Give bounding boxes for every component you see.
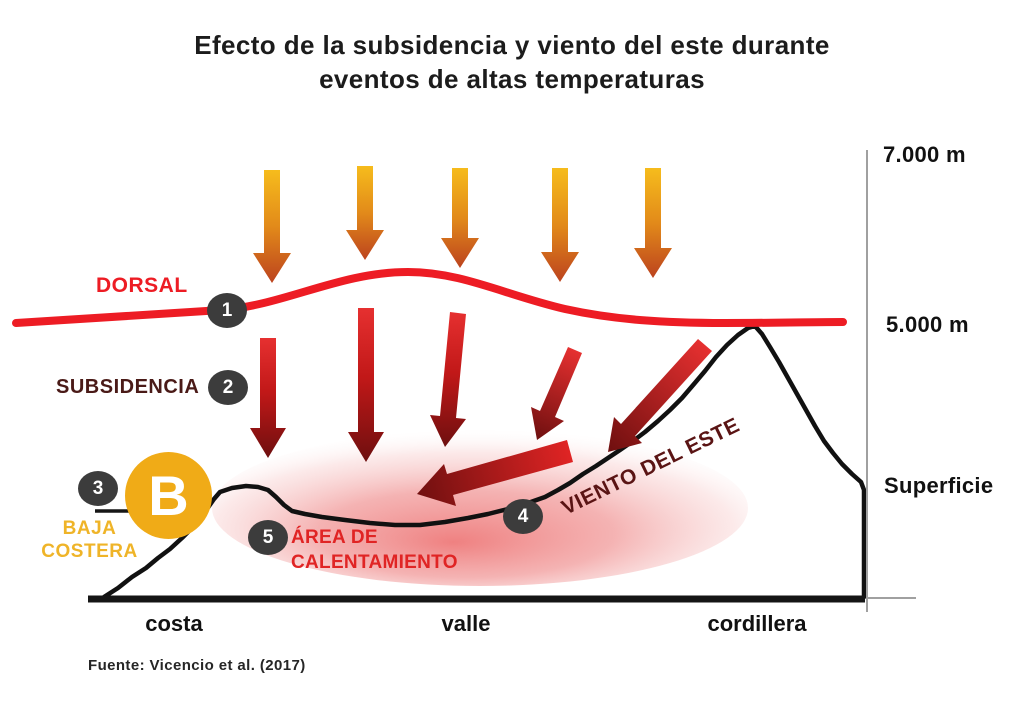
heating-area-label-line2: CALENTAMIENTO [291,552,458,573]
marker-2: 2 [208,370,248,405]
baja-costera-label: BAJA COSTERA [22,517,157,563]
dorsal-label: DORSAL [96,274,188,297]
marker-4: 4 [503,499,543,534]
subsidencia-label: SUBSIDENCIA [56,376,200,398]
insolation-arrow [541,168,579,282]
baja-costera-label-line1: BAJA [62,518,117,539]
region-label-costa: costa [145,611,203,636]
insolation-arrow [346,166,384,260]
page-title-line2: eventos de altas temperaturas [319,64,705,94]
marker-3: 3 [78,471,118,506]
subsidence-arrow [348,308,384,462]
terrain-profile [101,323,867,600]
marker-5: 5 [248,520,288,555]
subsidence-arrow [531,347,582,440]
heating-area-label: ÁREA DE CALENTAMIENTO [291,525,458,575]
baja-costera-label-line2: COSTERA [41,541,138,562]
surface-label: Superficie [884,473,994,498]
insolation-arrow [634,168,672,278]
altitude-label-7000m: 7.000 m [883,142,966,167]
page-title-line1: Efecto de la subsidencia y viento del es… [194,30,830,60]
insolation-arrow [253,170,291,283]
region-label-valle: valle [441,611,491,636]
heating-area-label-line1: ÁREA DE [291,527,378,548]
dorsal-line [12,267,847,328]
source-citation: Fuente: Vicencio et al. (2017) [88,657,306,674]
page-title: Efecto de la subsidencia y viento del es… [0,28,1024,96]
coastal-low-symbol: B [125,452,212,539]
altitude-label-5000m: 5.000 m [886,312,969,337]
subsidence-arrow [608,339,712,452]
subsidence-arrow [430,312,466,447]
region-label-cordillera: cordillera [707,611,807,636]
heating-area-blob [212,430,748,586]
marker-1: 1 [207,293,247,328]
east-wind-arrow [417,440,573,506]
insolation-arrow [441,168,479,268]
subsidence-arrow [250,338,286,458]
